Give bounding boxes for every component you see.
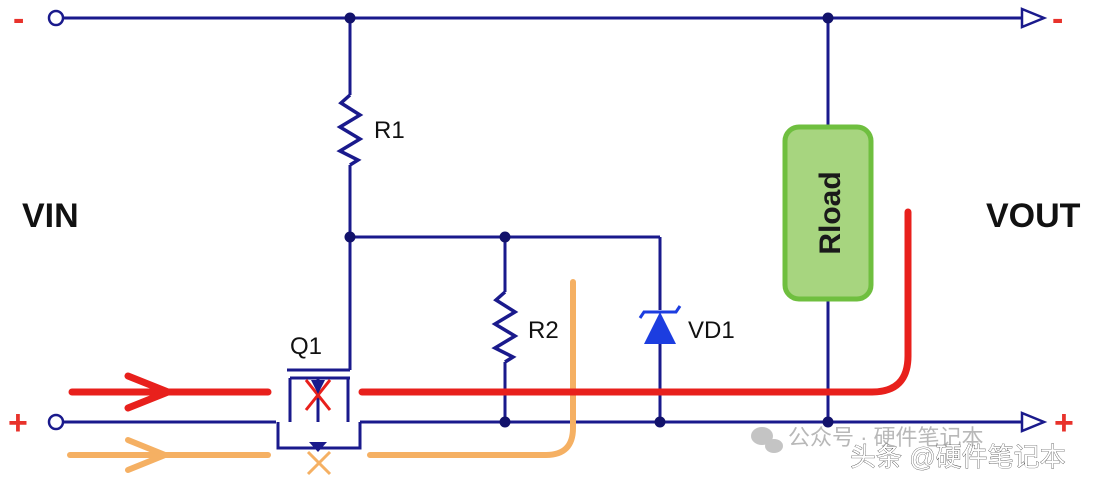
label-plus-out: +	[1054, 404, 1074, 442]
label-r1: R1	[374, 117, 405, 144]
zener-diode-icon	[638, 305, 682, 344]
wires	[56, 16, 1022, 450]
terminals	[47, 7, 1048, 433]
wechat-icon	[751, 427, 783, 453]
node-bottom-rload	[822, 416, 834, 428]
rload-box	[782, 124, 874, 302]
label-plus-in: +	[8, 404, 28, 442]
label-vd1: VD1	[688, 317, 735, 344]
label-minus-in: -	[13, 0, 24, 38]
arrow-out-top	[1020, 7, 1048, 29]
label-r2: R2	[528, 317, 559, 344]
watermark-wechat: 公众号 · 硬件笔记本	[788, 425, 984, 450]
node-bottom-vd1	[654, 416, 666, 428]
current-alt-path	[67, 279, 576, 473]
r1-zigzag	[336, 93, 364, 167]
junction-nodes	[344, 12, 834, 428]
q1-blocked-marks	[304, 379, 332, 476]
current-main-path	[68, 208, 912, 412]
node-mid-r2	[499, 231, 511, 243]
label-vin: VIN	[22, 197, 79, 235]
watermark-toutiao: 头条 @硬件笔记本	[850, 442, 1066, 472]
r2-zigzag	[491, 290, 519, 364]
node-top-r1	[344, 12, 356, 24]
label-minus-out: -	[1052, 0, 1063, 38]
rload-label: Rload	[814, 171, 847, 254]
node-mid-r1	[344, 231, 356, 243]
terminal-minus-in	[47, 9, 65, 27]
node-top-rload	[822, 12, 834, 24]
node-bottom-r2	[499, 416, 511, 428]
label-vout: VOUT	[986, 197, 1081, 235]
terminal-plus-in	[47, 413, 65, 431]
arrow-out-bottom	[1020, 411, 1048, 433]
label-q1: Q1	[290, 333, 322, 360]
